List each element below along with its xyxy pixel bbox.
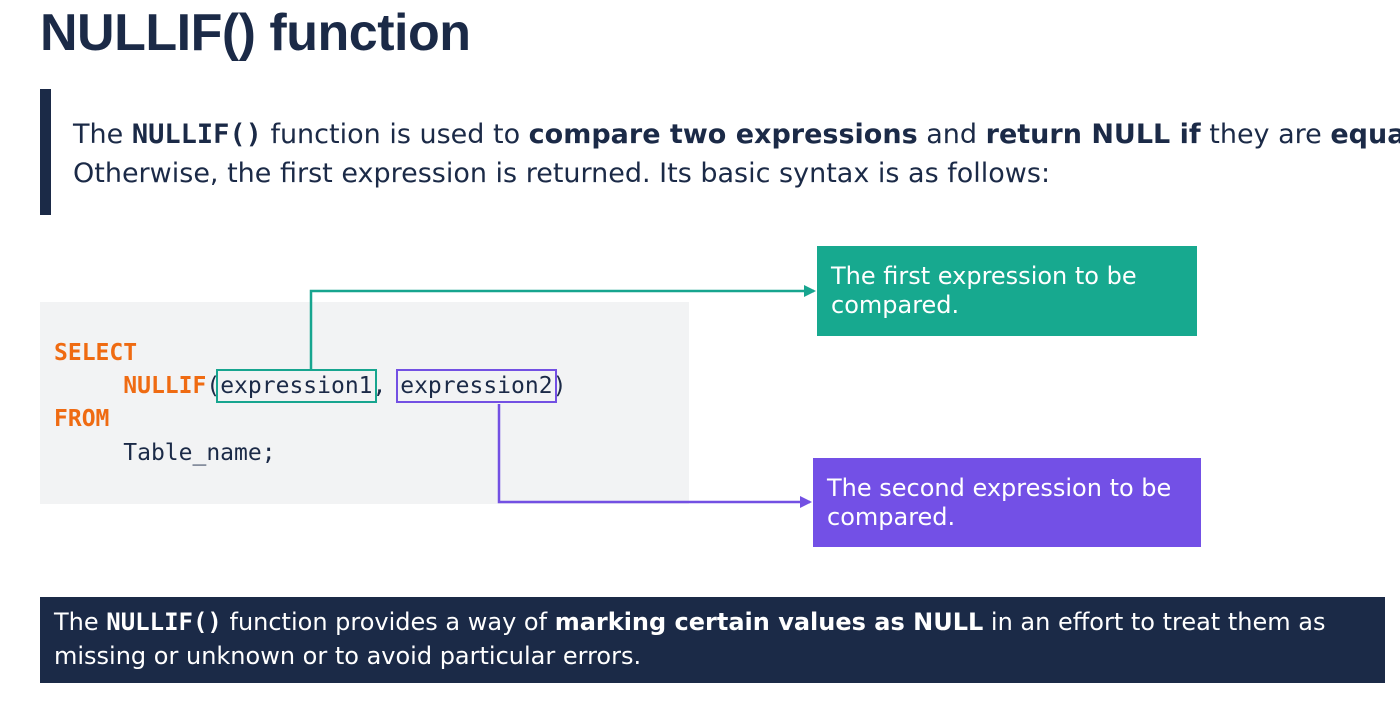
code-line-table: Table_name; xyxy=(54,438,276,468)
quote-bar xyxy=(40,89,51,215)
intro-bold-equal: equal xyxy=(1330,119,1400,150)
footer-function-name: NULLIF() xyxy=(106,608,222,636)
argument-expression1: expression1 xyxy=(216,369,377,403)
intro-text: they are xyxy=(1200,119,1331,150)
callout-second-expression: The second expression to be compared. xyxy=(813,458,1201,547)
open-paren: ( xyxy=(206,373,221,399)
code-block xyxy=(40,302,689,504)
footer-text: The xyxy=(54,608,107,636)
intro-line-1: The NULLIF() function is used to compare… xyxy=(73,115,1400,154)
arrow-second-expression xyxy=(497,404,812,508)
comma: , xyxy=(372,373,401,399)
intro-line-2: Otherwise, the first expression is retur… xyxy=(73,158,1051,189)
keyword-select: SELECT xyxy=(54,340,138,366)
intro-bold-compare: compare two expressions xyxy=(528,119,918,150)
intro-text: function is used to xyxy=(261,119,529,150)
footer-bold-marking: marking certain values as NULL xyxy=(554,608,984,636)
footer-text: function provides a way of xyxy=(221,608,555,636)
code-line-select: SELECT xyxy=(54,338,137,368)
code-line-from: FROM xyxy=(54,404,109,434)
page-title: NULLIF() function xyxy=(40,4,471,62)
intro-bold-return-null: return NULL if xyxy=(985,119,1201,150)
close-paren: ) xyxy=(552,373,567,399)
intro-function-name: NULLIF() xyxy=(131,119,262,150)
callout-first-expression: The first expression to be compared. xyxy=(817,246,1197,336)
keyword-nullif: NULLIF xyxy=(123,373,207,399)
intro-paragraph: The NULLIF() function is used to compare… xyxy=(73,115,1400,193)
table-name: Table_name; xyxy=(123,440,276,466)
argument-expression2: expression2 xyxy=(396,369,557,403)
keyword-from: FROM xyxy=(54,406,110,432)
code-line-nullif: NULLIF(expression1, expression2) xyxy=(54,369,567,403)
intro-text: The xyxy=(73,119,132,150)
arrow-first-expression xyxy=(309,285,816,369)
intro-text: and xyxy=(917,119,986,150)
summary-banner: The NULLIF() function provides a way of … xyxy=(40,597,1385,683)
footer-text: in an effort to treat them as missing or… xyxy=(54,608,1326,670)
